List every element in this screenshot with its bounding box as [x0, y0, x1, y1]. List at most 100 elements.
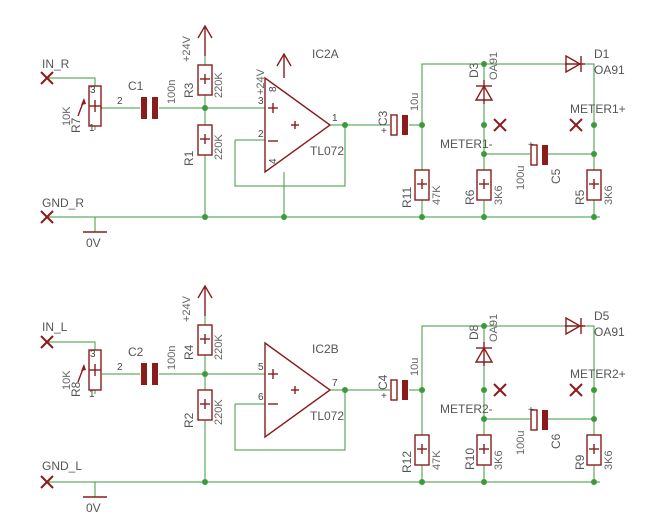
c2-value: 100n	[166, 346, 178, 370]
meter1-plus-label: METER1+	[570, 102, 626, 116]
c1-label: C1	[128, 79, 144, 93]
r8-label: R8	[69, 381, 83, 397]
ic2a-type: TL072	[310, 144, 344, 158]
meter2-minus-label: METER2-	[440, 402, 493, 416]
d5-label: D5	[594, 309, 610, 323]
r5-value: 3K6	[603, 185, 615, 205]
meter2-plus-terminal[interactable]	[569, 383, 583, 397]
c5-value: 100u	[515, 166, 527, 190]
r9-value: 3K6	[603, 450, 615, 470]
r2-label: R2	[182, 412, 196, 428]
r2-value: 220K	[213, 399, 225, 425]
c4-label: C4	[376, 374, 390, 390]
c6-value: 100u	[515, 431, 527, 455]
r7-label: R7	[69, 117, 83, 133]
r12-resistor[interactable]	[414, 434, 430, 466]
gnd-l-terminal[interactable]	[40, 475, 54, 489]
r7-pin3: 3	[90, 85, 96, 96]
r6-value: 3K6	[493, 185, 505, 205]
meter2-minus-terminal[interactable]	[493, 383, 507, 397]
gnd-r-label: GND_R	[42, 196, 84, 210]
r7-potentiometer[interactable]	[77, 85, 102, 127]
d3-value: OA91	[488, 52, 500, 80]
r11-resistor[interactable]	[414, 169, 430, 201]
c4-capacitor[interactable]	[390, 379, 408, 401]
c1-capacitor[interactable]	[141, 97, 158, 119]
supply-24v-r4	[197, 284, 213, 316]
r2-resistor[interactable]	[197, 389, 213, 421]
c3-value: 10u	[409, 93, 421, 111]
v24-label-c: +24V	[181, 295, 193, 322]
r12-value: 47K	[431, 450, 443, 470]
channel-right: IN_R GND_R 0V R7 10K 3 1 2 C1 100n R3 22…	[40, 24, 626, 250]
meter1-plus-terminal[interactable]	[569, 118, 583, 132]
r9-resistor[interactable]	[586, 434, 602, 466]
r4-label: R4	[182, 344, 196, 360]
r10-label: R10	[463, 448, 477, 470]
ic2a-pin3: 3	[258, 96, 264, 107]
meter1-minus-terminal[interactable]	[493, 118, 507, 132]
meter2-plus-label: METER2+	[570, 367, 626, 381]
d3-diode[interactable]	[474, 80, 494, 104]
v24-label-b: +24V	[255, 68, 267, 95]
v24-label-a: +24V	[181, 35, 193, 62]
ic2a-pin4: 4	[268, 158, 279, 164]
c6-capacitor[interactable]	[530, 409, 548, 431]
in-l-label: IN_L	[42, 320, 68, 334]
c6-plus: +	[528, 405, 534, 416]
in-r-terminal[interactable]	[40, 71, 54, 85]
d1-value: OA91	[594, 63, 625, 77]
c5-capacitor[interactable]	[530, 144, 548, 166]
ic2b-type: TL072	[310, 409, 344, 423]
ov-label-bottom: 0V	[86, 501, 101, 515]
channel-left: IN_L GND_L 0V R8 10K 3 1 2 C2 100n R4 22…	[40, 284, 626, 515]
d8-value: OA91	[488, 314, 500, 342]
ov-label-top: 0V	[86, 236, 101, 250]
c3-label: C3	[376, 110, 390, 126]
in-l-terminal[interactable]	[40, 335, 54, 349]
r5-label: R5	[573, 189, 587, 205]
ic2b-pin6: 6	[258, 392, 264, 403]
c4-value: 10u	[409, 358, 421, 376]
d5-diode[interactable]	[565, 316, 585, 336]
d1-label: D1	[594, 47, 610, 61]
r8-potentiometer[interactable]	[77, 349, 102, 391]
r11-label: R11	[400, 187, 414, 208]
d8-diode[interactable]	[474, 342, 494, 366]
meter1-minus-label: METER1-	[440, 137, 493, 151]
c2-capacitor[interactable]	[141, 363, 158, 385]
ic2b-pin7: 7	[332, 378, 338, 389]
r11-value: 47K	[431, 185, 443, 205]
r6-resistor[interactable]	[476, 169, 492, 201]
r5-resistor[interactable]	[586, 169, 602, 201]
d5-value: OA91	[594, 325, 625, 339]
c5-label: C5	[549, 168, 563, 184]
ic2b-label: IC2B	[312, 342, 339, 356]
r10-resistor[interactable]	[476, 434, 492, 466]
r1-resistor[interactable]	[197, 124, 213, 156]
r8-pin2: 2	[117, 362, 123, 373]
r10-value: 3K6	[493, 450, 505, 470]
gnd-r-terminal[interactable]	[40, 210, 54, 224]
gnd-l-label: GND_L	[42, 459, 82, 473]
d1-diode[interactable]	[565, 54, 585, 74]
c3-capacitor[interactable]	[390, 114, 408, 136]
c3-plus: +	[381, 126, 387, 137]
r7-pin1: 1	[89, 123, 95, 134]
r4-resistor[interactable]	[197, 324, 213, 356]
ic2b-opamp[interactable]	[264, 341, 332, 439]
c1-value: 100n	[166, 80, 178, 104]
ic2a-opamp[interactable]	[264, 76, 332, 174]
c6-label: C6	[549, 433, 563, 449]
ic2a-pin2: 2	[258, 129, 264, 140]
r12-label: R12	[400, 451, 414, 473]
supply-24v-ic2a	[276, 52, 292, 78]
c4-plus: +	[381, 391, 387, 402]
r6-label: R6	[463, 189, 477, 205]
r3-resistor[interactable]	[197, 64, 213, 96]
r4-value: 220K	[213, 334, 225, 360]
d8-label: D8	[467, 324, 481, 340]
r1-value: 220K	[213, 134, 225, 160]
